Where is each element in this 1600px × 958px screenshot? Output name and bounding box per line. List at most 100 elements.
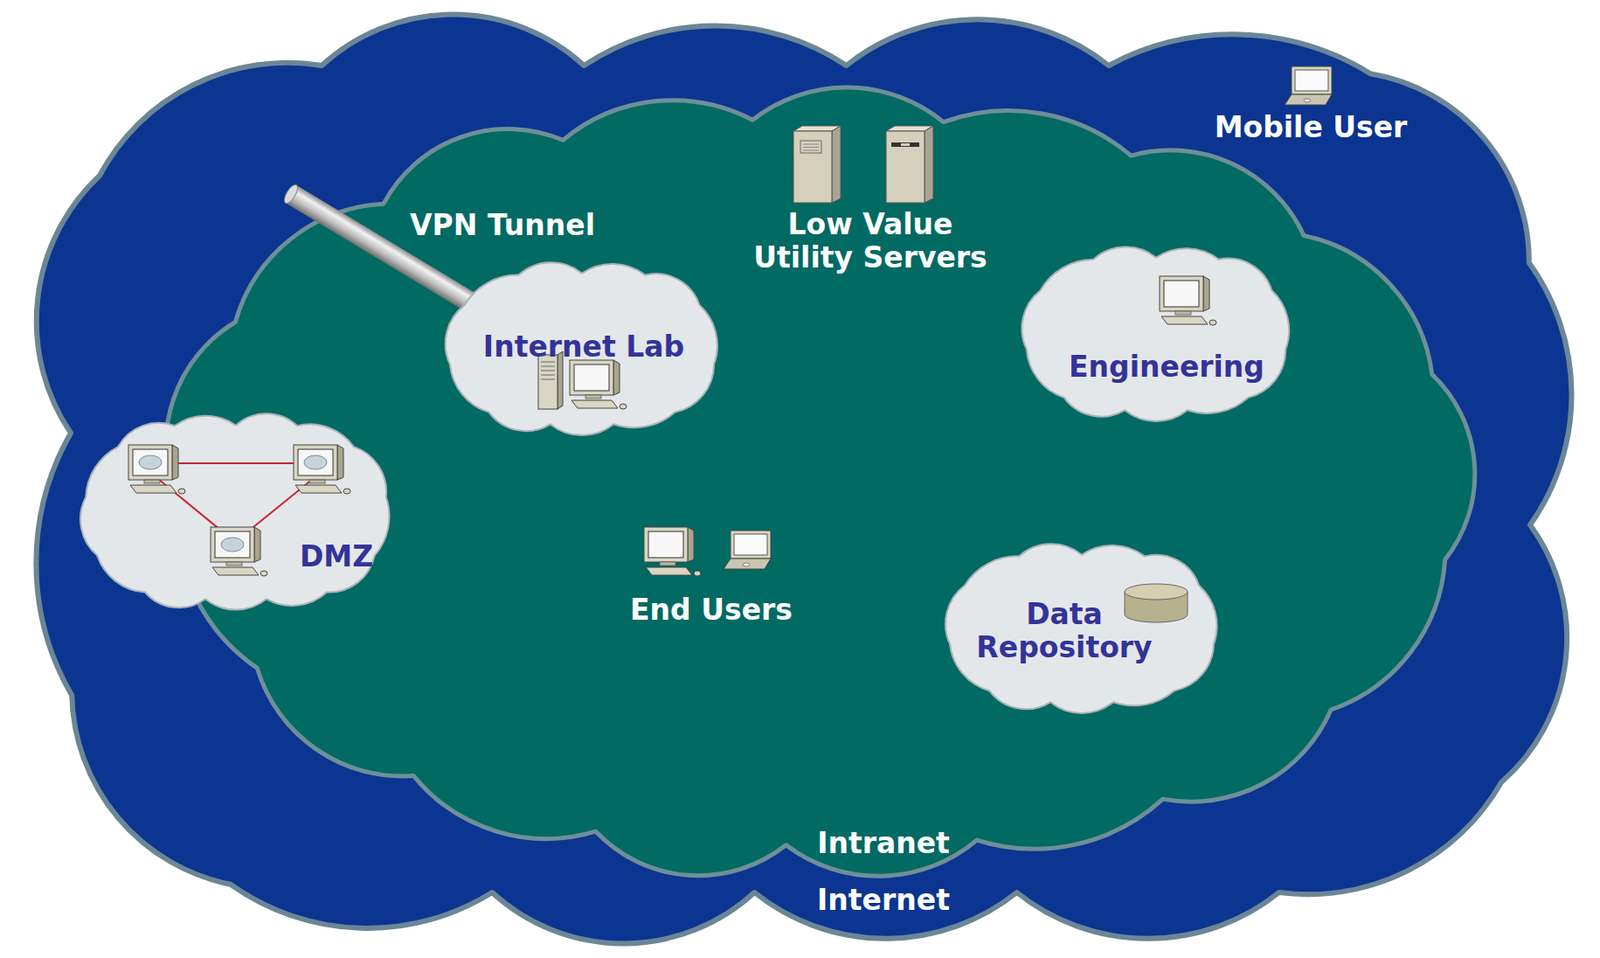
icon-group [1284,66,1332,105]
laptop-base [723,558,771,569]
mouse [178,488,186,494]
server-icon [793,125,841,203]
screen-cloud [221,537,244,552]
cloud-region: Internet Lab [433,258,731,439]
monitor-screen [214,531,250,558]
region-label: Engineering [1068,350,1265,384]
server-icon [886,125,934,203]
cylinder-top [1124,583,1188,600]
monitor-stand [226,561,243,566]
screen-cloud [138,455,162,470]
tower-slot [540,370,555,372]
server-panel-line [803,146,819,148]
mouse [343,488,351,494]
screen-cloud [304,455,327,470]
icon-group [1124,583,1188,623]
monitor-body [569,360,614,395]
monitor-stand [585,394,602,399]
monitor-body [644,526,688,562]
monitor-stand [1175,311,1192,315]
monitor-screen [574,364,610,391]
keyboard [212,567,259,575]
server-panel-line [803,150,819,152]
tower-slot [540,379,555,381]
server-bay [891,142,920,147]
icon-layer [1010,242,1303,425]
server-front [886,131,925,203]
desktop-computer-icon [293,444,351,494]
monitor-screen [132,449,168,476]
laptop-base [1284,94,1332,105]
monitor-body [293,444,338,480]
tower-slot [540,366,555,368]
laptop-lid [730,530,771,559]
laptop-icon [1284,66,1332,105]
cloud-region: Data Repository [933,540,1231,717]
laptop-screen [734,533,768,555]
region-label: DMZ [299,540,374,574]
item-label: Low Value Utility Servers [743,207,998,275]
icon-group [1159,276,1217,326]
cloud-region: Internet Intranet Internet LabEngineeringD… [10,5,1591,953]
keyboard [130,484,177,493]
cloud-outline [1021,246,1289,421]
mouse [260,570,268,576]
monitor-side [613,360,620,395]
monitor-side [687,526,694,562]
cloud-region: DMZ [69,410,402,614]
monitor-stand [144,479,160,484]
laptop-lid [1291,66,1332,95]
server-bay-light [900,143,910,146]
keyboard [645,567,693,575]
monitor-stand [659,561,676,566]
server-panel [800,140,822,153]
cloud-outline [445,262,718,436]
desktop-computer-icon [210,526,268,576]
monitor-body [128,444,173,480]
monitor-side [172,444,179,480]
desktop-computer-icon [569,360,627,409]
mouse [619,403,627,409]
server-side [924,125,934,203]
monitor-side [337,444,344,480]
region-label: Internet Lab [483,330,685,364]
vpn-tunnel-pipe [282,182,470,302]
item-label: Mobile User [1214,110,1408,145]
cloud-outline-layer [1010,242,1303,425]
monitor-screen [648,531,684,558]
monitor-side [1203,276,1210,312]
desktop-computer-icon [644,526,701,576]
keyboard [571,400,618,409]
laptop-icon [723,530,771,569]
cloud-region: Intranet Internet LabEngineeringDMZ Data R… [131,75,1504,890]
mouse [693,570,701,576]
monitor-screen [297,449,333,476]
monitor-side [254,526,261,562]
region-label: Internet [817,883,950,917]
pipe-mouth [282,182,301,206]
monitor-stand [309,479,326,484]
keyboard [1161,316,1208,325]
cloud-outline [80,413,390,610]
cloud-outline [35,14,1572,944]
server-front [793,131,832,203]
laptop-pad [1303,98,1311,103]
item-label: End Users [630,593,793,627]
cloud-outline [945,543,1218,714]
cloud-outline-layer [69,410,402,614]
server-side [831,125,841,203]
laptop-pad [742,562,750,567]
icon-layer [69,410,402,614]
monitor-screen [1163,280,1199,307]
laptop-screen [1295,69,1329,91]
region-label: Intranet [817,826,950,860]
mouse [1209,319,1217,326]
monitor-body [1159,276,1204,312]
item-label: VPN Tunnel [409,208,596,243]
tower-slot [540,374,555,376]
desktop-computer-icon [1159,276,1217,326]
desktop-computer-icon [128,444,186,494]
keyboard [295,484,342,493]
database-cylinder-icon [1124,583,1188,623]
